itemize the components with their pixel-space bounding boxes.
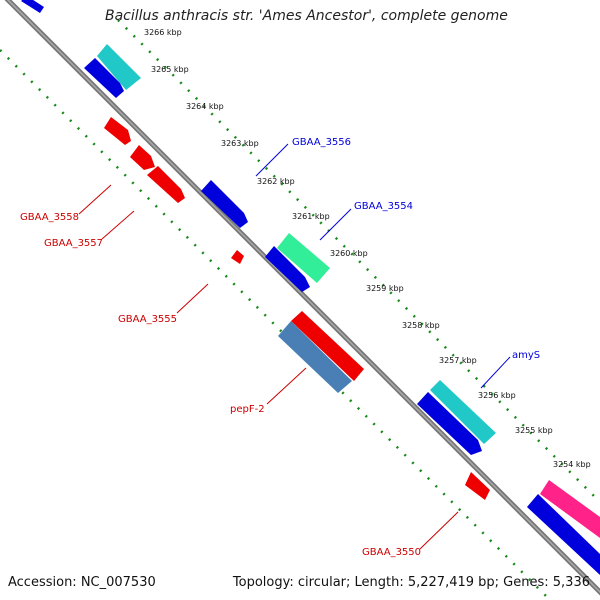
feature-red-3558[interactable] (147, 166, 185, 203)
label-leaders (78, 143, 511, 550)
scale-label: 3266 kbp (144, 28, 182, 37)
feature-cyan-amys[interactable] (430, 380, 496, 444)
gene-label-gbaa-3550[interactable]: GBAA_3550 (362, 547, 421, 558)
feature-red-3557b[interactable] (130, 145, 155, 170)
genome-summary-text: Topology: circular; Length: 5,227,419 bp… (232, 575, 590, 590)
scale-label: 3264 kbp (186, 102, 224, 111)
gene-label-gbaa-3557[interactable]: GBAA_3557 (44, 238, 103, 249)
feature-blue-3554[interactable] (265, 246, 310, 292)
scale-label: 3262 kbp (257, 177, 295, 186)
scale-label: 3259 kbp (366, 284, 404, 293)
feature-track (21, 0, 600, 575)
feature-cyan-3265[interactable] (97, 44, 141, 90)
scale-label: 3258 kbp (402, 321, 440, 330)
gene-labels: GBAA_3556 GBAA_3554 amyS GBAA_3558 GBAA_… (20, 137, 540, 558)
feature-steel-pepf2[interactable] (278, 321, 352, 393)
gene-label-gbaa-3556[interactable]: GBAA_3556 (292, 137, 351, 148)
scale-label: 3257 kbp (439, 356, 477, 365)
feature-blue-amys[interactable] (417, 392, 482, 455)
scale-label: 3263 kbp (221, 139, 259, 148)
feature-blue-3254[interactable] (527, 494, 600, 575)
feature-red-3550[interactable] (465, 472, 490, 500)
scale-labels: 3266 kbp 3265 kbp 3264 kbp 3263 kbp 3262… (144, 28, 591, 469)
gene-label-gbaa-3554[interactable]: GBAA_3554 (354, 201, 413, 212)
accession-text: Accession: NC_007530 (8, 575, 156, 590)
gene-label-gbaa-3558[interactable]: GBAA_3558 (20, 212, 79, 223)
feature-red-3557a[interactable] (104, 117, 131, 145)
feature-pink-3254[interactable] (540, 480, 600, 538)
gc-track-inner (0, 49, 551, 600)
feature-red-pepf2[interactable] (291, 311, 364, 381)
gc-content-tracks (0, 19, 600, 600)
feature-top-blue[interactable] (21, 0, 44, 13)
gene-label-gbaa-3555[interactable]: GBAA_3555 (118, 314, 177, 325)
scale-label: 3255 kbp (515, 426, 553, 435)
feature-aqua-3554[interactable] (277, 233, 330, 283)
feature-red-3555[interactable] (231, 250, 244, 264)
gene-label-amys[interactable]: amyS (512, 350, 540, 361)
feature-blue-3265[interactable] (84, 58, 124, 98)
scale-label: 3256 kbp (478, 391, 516, 400)
scale-label: 3254 kbp (553, 460, 591, 469)
feature-blue-3556[interactable] (201, 180, 248, 228)
scale-label: 3265 kbp (151, 65, 189, 74)
map-title: Bacillus anthracis str. 'Ames Ancestor',… (105, 8, 508, 24)
gene-label-pepf-2[interactable]: pepF-2 (230, 404, 265, 415)
scale-label: 3260 kbp (330, 249, 368, 258)
scale-label: 3261 kbp (292, 212, 330, 221)
